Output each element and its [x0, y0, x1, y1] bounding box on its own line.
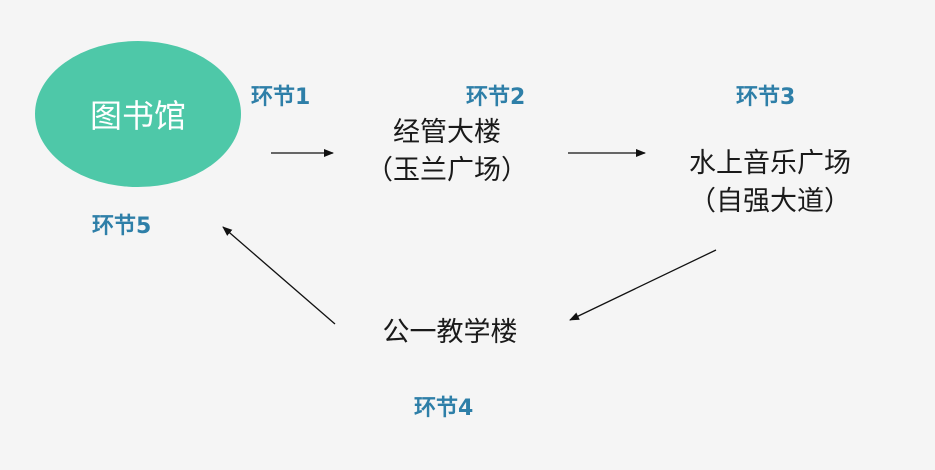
stage-label-5: 环节5	[92, 214, 152, 239]
start-node-ellipse: 图书馆	[35, 41, 241, 187]
node-shuishang-line2: （自强大道）	[689, 186, 851, 217]
arrow-shuishang-to-gongyi	[569, 249, 717, 321]
node-gongyi-line1: 公一教学楼	[382, 317, 518, 348]
node-jingguan-line1: 经管大楼	[393, 117, 501, 148]
arrow-gongyi-to-library	[222, 226, 336, 325]
start-node-label: 图书馆	[89, 97, 186, 135]
node-jingguan-line2: （玉兰广场）	[366, 155, 528, 186]
stage-label-1: 环节1	[251, 85, 311, 110]
stage-label-4: 环节4	[414, 396, 474, 421]
node-shuishang-line1: 水上音乐广场	[689, 148, 851, 179]
stage-label-3: 环节3	[736, 85, 796, 110]
node-jingguan: 经管大楼 （玉兰广场）	[352, 114, 542, 190]
node-shuishang: 水上音乐广场 （自强大道）	[660, 145, 880, 221]
node-gongyi: 公一教学楼	[355, 314, 545, 352]
stage-label-2: 环节2	[466, 85, 526, 110]
